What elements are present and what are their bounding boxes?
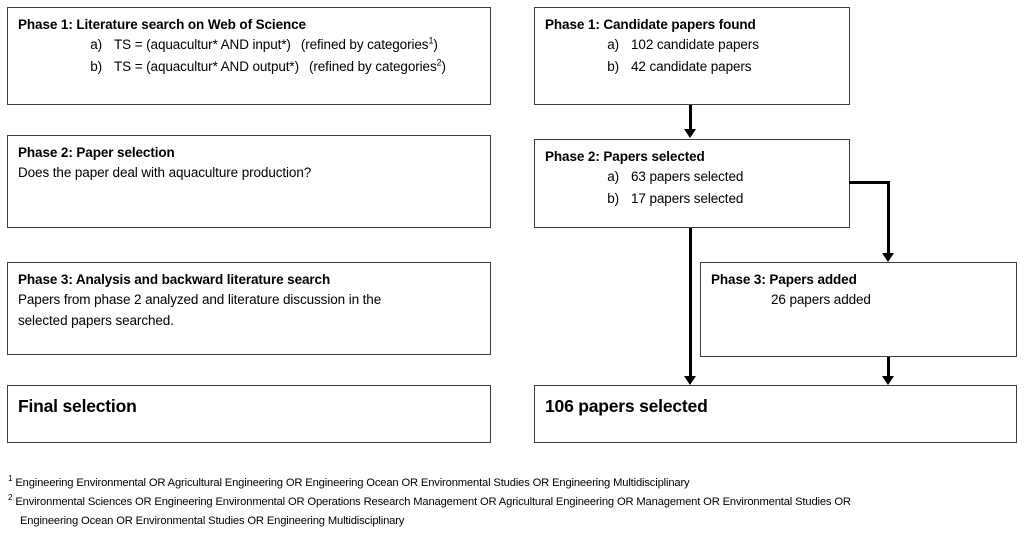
list-item: a) TS = (aquacultur* AND input*) (refine… [18,34,480,56]
box-title: 106 papers selected [545,396,708,416]
box-phase2-papers-selected: Phase 2: Papers selected a) 63 papers se… [534,139,850,228]
footnote-text: Engineering Ocean OR Environmental Studi… [20,515,405,527]
footnote-marker-1: 1 [8,474,13,484]
box-phase3-analysis: Phase 3: Analysis and backward literatur… [7,262,491,355]
box-final-selection: Final selection [7,385,491,443]
list-marker: a) [607,37,619,52]
box-phase1-literature-search: Phase 1: Literature search on Web of Sci… [7,7,491,105]
list-marker: b) [607,59,619,74]
footnote-ref-1: 1 [428,35,434,46]
arrow-down-phase2-phase3-icon [882,253,894,262]
list-item: b) 42 candidate papers [545,56,839,78]
connector-line-phase1-phase2 [689,105,692,131]
arrow-down-phase2-final-icon [684,376,696,385]
list-marker: b) [90,59,102,74]
box-title: Phase 1: Candidate papers found [545,17,756,32]
footnote-text: Environmental Sciences OR Engineering En… [15,496,851,508]
list-text: TS = (aquacultur* AND output*) [114,59,299,74]
box-line: Papers from phase 2 analyzed and literat… [18,292,382,307]
arrow-down-phase1-phase2-icon [684,129,696,138]
list-text: TS = (aquacultur* AND input*) [114,37,291,52]
connector-line-phase2-phase3-horizontal [849,181,890,184]
list-text: 102 candidate papers [631,37,759,52]
list-item: b) TS = (aquacultur* AND output*) (refin… [18,56,480,78]
box-title: Phase 2: Papers selected [545,149,705,164]
list-marker: a) [607,169,619,184]
box-title: Phase 1: Literature search on Web of Sci… [18,17,306,32]
box-final-papers-selected: 106 papers selected [534,385,1017,443]
box-phase2-paper-selection: Phase 2: Paper selection Does the paper … [7,135,491,228]
list-marker: a) [90,37,102,52]
list-text: 42 candidate papers [631,59,752,74]
list-item: b) 17 papers selected [545,188,839,210]
box-phase3-papers-added: Phase 3: Papers added 26 papers added [700,262,1017,357]
connector-line-phase3-final [887,357,890,378]
footnote-ref-2: 2 [436,57,442,68]
footnote-marker-2: 2 [8,493,13,503]
list-item: a) 102 candidate papers [545,34,839,56]
list-marker: b) [607,191,619,206]
box-title: Phase 3: Analysis and backward literatur… [18,272,331,287]
box-line: 26 papers added [771,292,871,307]
box-line: Does the paper deal with aquaculture pro… [18,165,312,180]
list-text: 17 papers selected [631,191,744,206]
list-note: (refined by categories2) [308,57,446,74]
connector-line-phase2-phase3-vertical [887,181,890,255]
footnote-2-continued: Engineering Ocean OR Environmental Studi… [8,512,1018,531]
box-title: Phase 2: Paper selection [18,145,175,160]
box-title: Final selection [18,396,137,416]
list-item: a) 63 papers selected [545,166,839,188]
list-note: (refined by categories1) [300,35,438,52]
box-line: selected papers searched. [18,313,174,328]
arrow-down-phase3-final-icon [882,376,894,385]
box-title: Phase 3: Papers added [711,272,857,287]
connector-line-phase2-final [689,228,692,378]
list-text: 63 papers selected [631,169,744,184]
box-phase1-candidate-papers: Phase 1: Candidate papers found a) 102 c… [534,7,850,105]
footnote-text: Engineering Environmental OR Agricultura… [15,477,690,489]
